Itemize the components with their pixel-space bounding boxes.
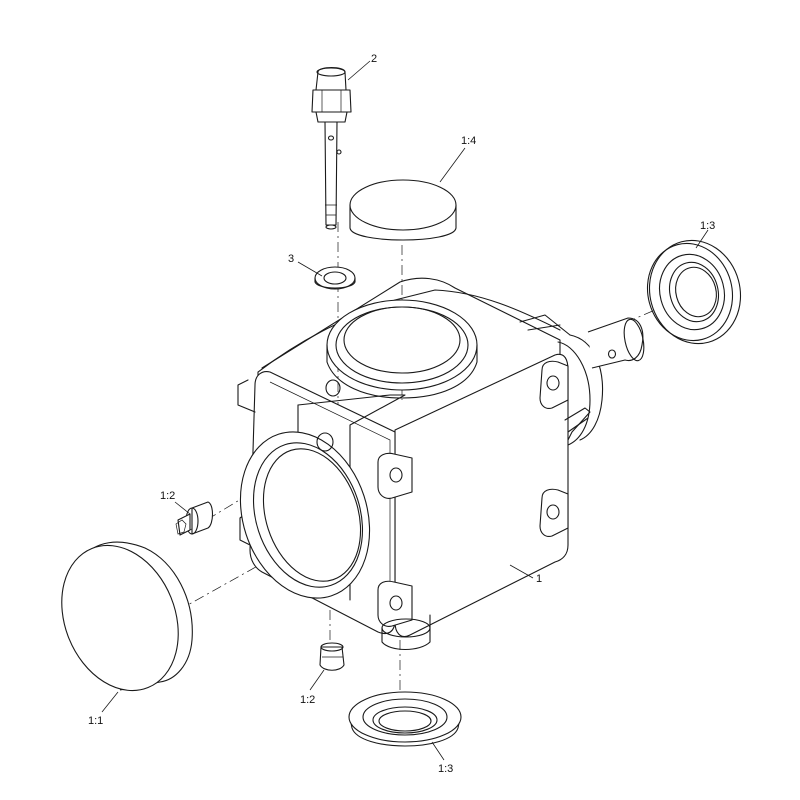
mount-tab-mid-left [377, 452, 413, 499]
mount-tab-bottom-left [377, 580, 413, 627]
seal-right [646, 239, 742, 345]
breather-plug [311, 66, 352, 230]
leader-lines [101, 60, 709, 761]
callout-seal-right: 1:3 [700, 220, 715, 232]
sealing-washer [314, 266, 356, 290]
plug-left [175, 501, 214, 536]
front-cover [61, 541, 193, 692]
callout-seal-bottom: 1:3 [438, 763, 453, 775]
callout-top-cover: 1:4 [461, 135, 476, 147]
seal-bottom [348, 691, 462, 747]
callout-plug-left: 1:2 [160, 490, 175, 502]
mount-tab-top-right [539, 360, 569, 409]
top-cover [349, 179, 457, 241]
callout-housing: 1 [536, 573, 542, 585]
callout-plug-bottom: 1:2 [300, 694, 315, 706]
callout-front-cover: 1:1 [88, 715, 103, 727]
mount-tab-bottom-right [539, 488, 569, 537]
callout-washer: 3 [288, 253, 294, 265]
plug-bottom [319, 642, 345, 671]
callout-breather: 2 [371, 53, 377, 65]
callout-labels: 2 1:4 3 1:3 1:2 1 1:2 1:1 1:3 [88, 53, 715, 775]
gearbox-housing [237, 277, 645, 651]
